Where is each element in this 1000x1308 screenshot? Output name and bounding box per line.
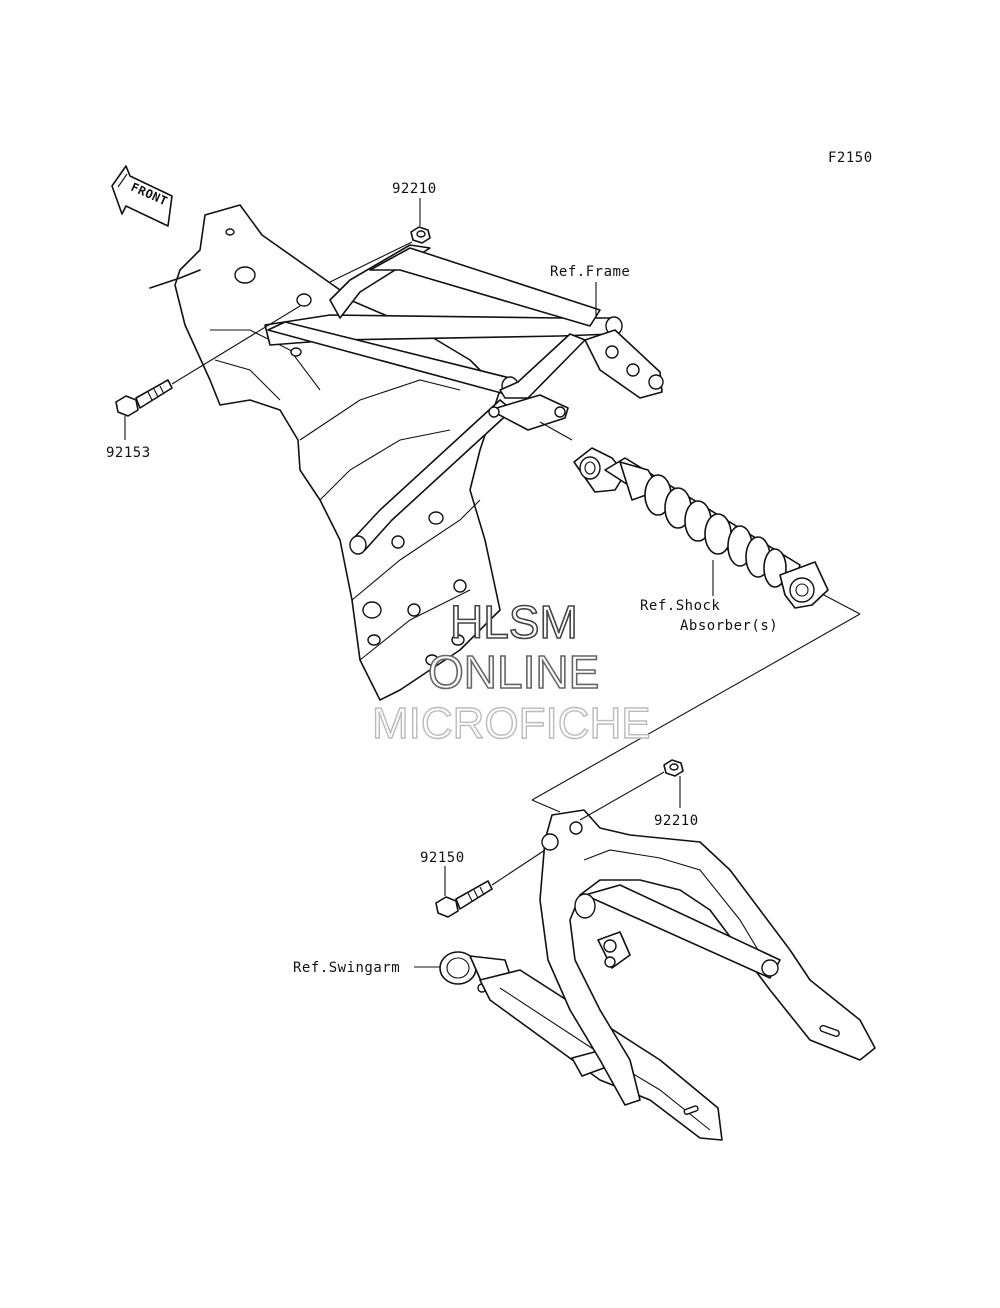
nut-92210-upper (410, 226, 431, 244)
watermark-line1: HLSM (450, 596, 578, 648)
bolt-92153 (115, 379, 173, 417)
bolt-92150 (435, 880, 493, 918)
nut-92210-lower (663, 759, 684, 777)
callout-bolt-lower: 92150 (420, 850, 465, 866)
callout-bolt-upper: 92153 (106, 445, 151, 461)
watermark-line3: MICROFICHE (372, 699, 651, 748)
ref-shock-label-line1: Ref.Shock (640, 598, 720, 614)
swingarm-drawing (439, 809, 876, 1141)
ref-swingarm-label: Ref.Swingarm (293, 960, 400, 976)
watermark-line2: ONLINE (428, 646, 599, 698)
callout-nut-lower: 92210 (654, 813, 699, 829)
front-arrow-icon: FRONT (111, 165, 173, 227)
frame-drawing (149, 204, 664, 701)
callout-nut-upper: 92210 (392, 181, 437, 197)
ref-frame-label: Ref.Frame (550, 264, 630, 280)
shock-absorber-drawing (573, 447, 829, 609)
diagram-code: F2150 (828, 150, 873, 166)
watermark: HLSM ONLINE MICROFICHE (371, 595, 651, 749)
ref-shock-label-line2: Absorber(s) (680, 618, 778, 634)
